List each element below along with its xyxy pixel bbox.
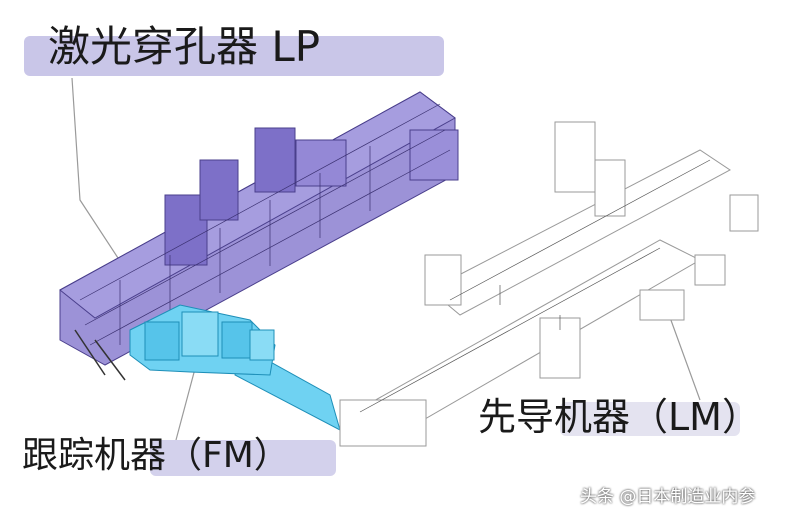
fm-block-1 [144,321,180,361]
lp-legs [74,329,126,381]
lp-cabinet [295,139,347,187]
fm-label: 跟踪机器（FM） [22,435,290,476]
lm-label: 先导机器（LM） [478,395,760,439]
lp-tower-mid [199,159,239,221]
lp-end-unit [409,129,459,181]
lm-leader-line [667,311,701,401]
lm-cabinet-c [694,254,726,286]
lp-label: 激光穿孔器 LP [48,22,321,71]
lm-cabinet-a [594,159,626,217]
lm-side-box [729,194,759,232]
lp-frame-lines [79,103,451,346]
fm-machine [129,304,341,431]
watermark: 头条 @日本制造业内参 [580,487,756,507]
lm-end-unit [339,399,427,447]
lm-machine [339,121,759,447]
lm-tower-a [554,121,596,193]
lp-label-background [24,36,444,76]
fm-label-background [150,440,336,476]
fm-block-4 [249,329,275,361]
lp-machine [59,91,459,381]
fm-block-2 [181,311,219,357]
lm-label-background [560,402,740,436]
lm-box-left [424,254,462,306]
fm-block-3 [221,321,253,359]
lm-detail-lines [359,159,711,413]
lm-cabinet-b [639,289,685,321]
lp-tower-right [254,127,296,193]
lp-leader-line [71,77,119,259]
